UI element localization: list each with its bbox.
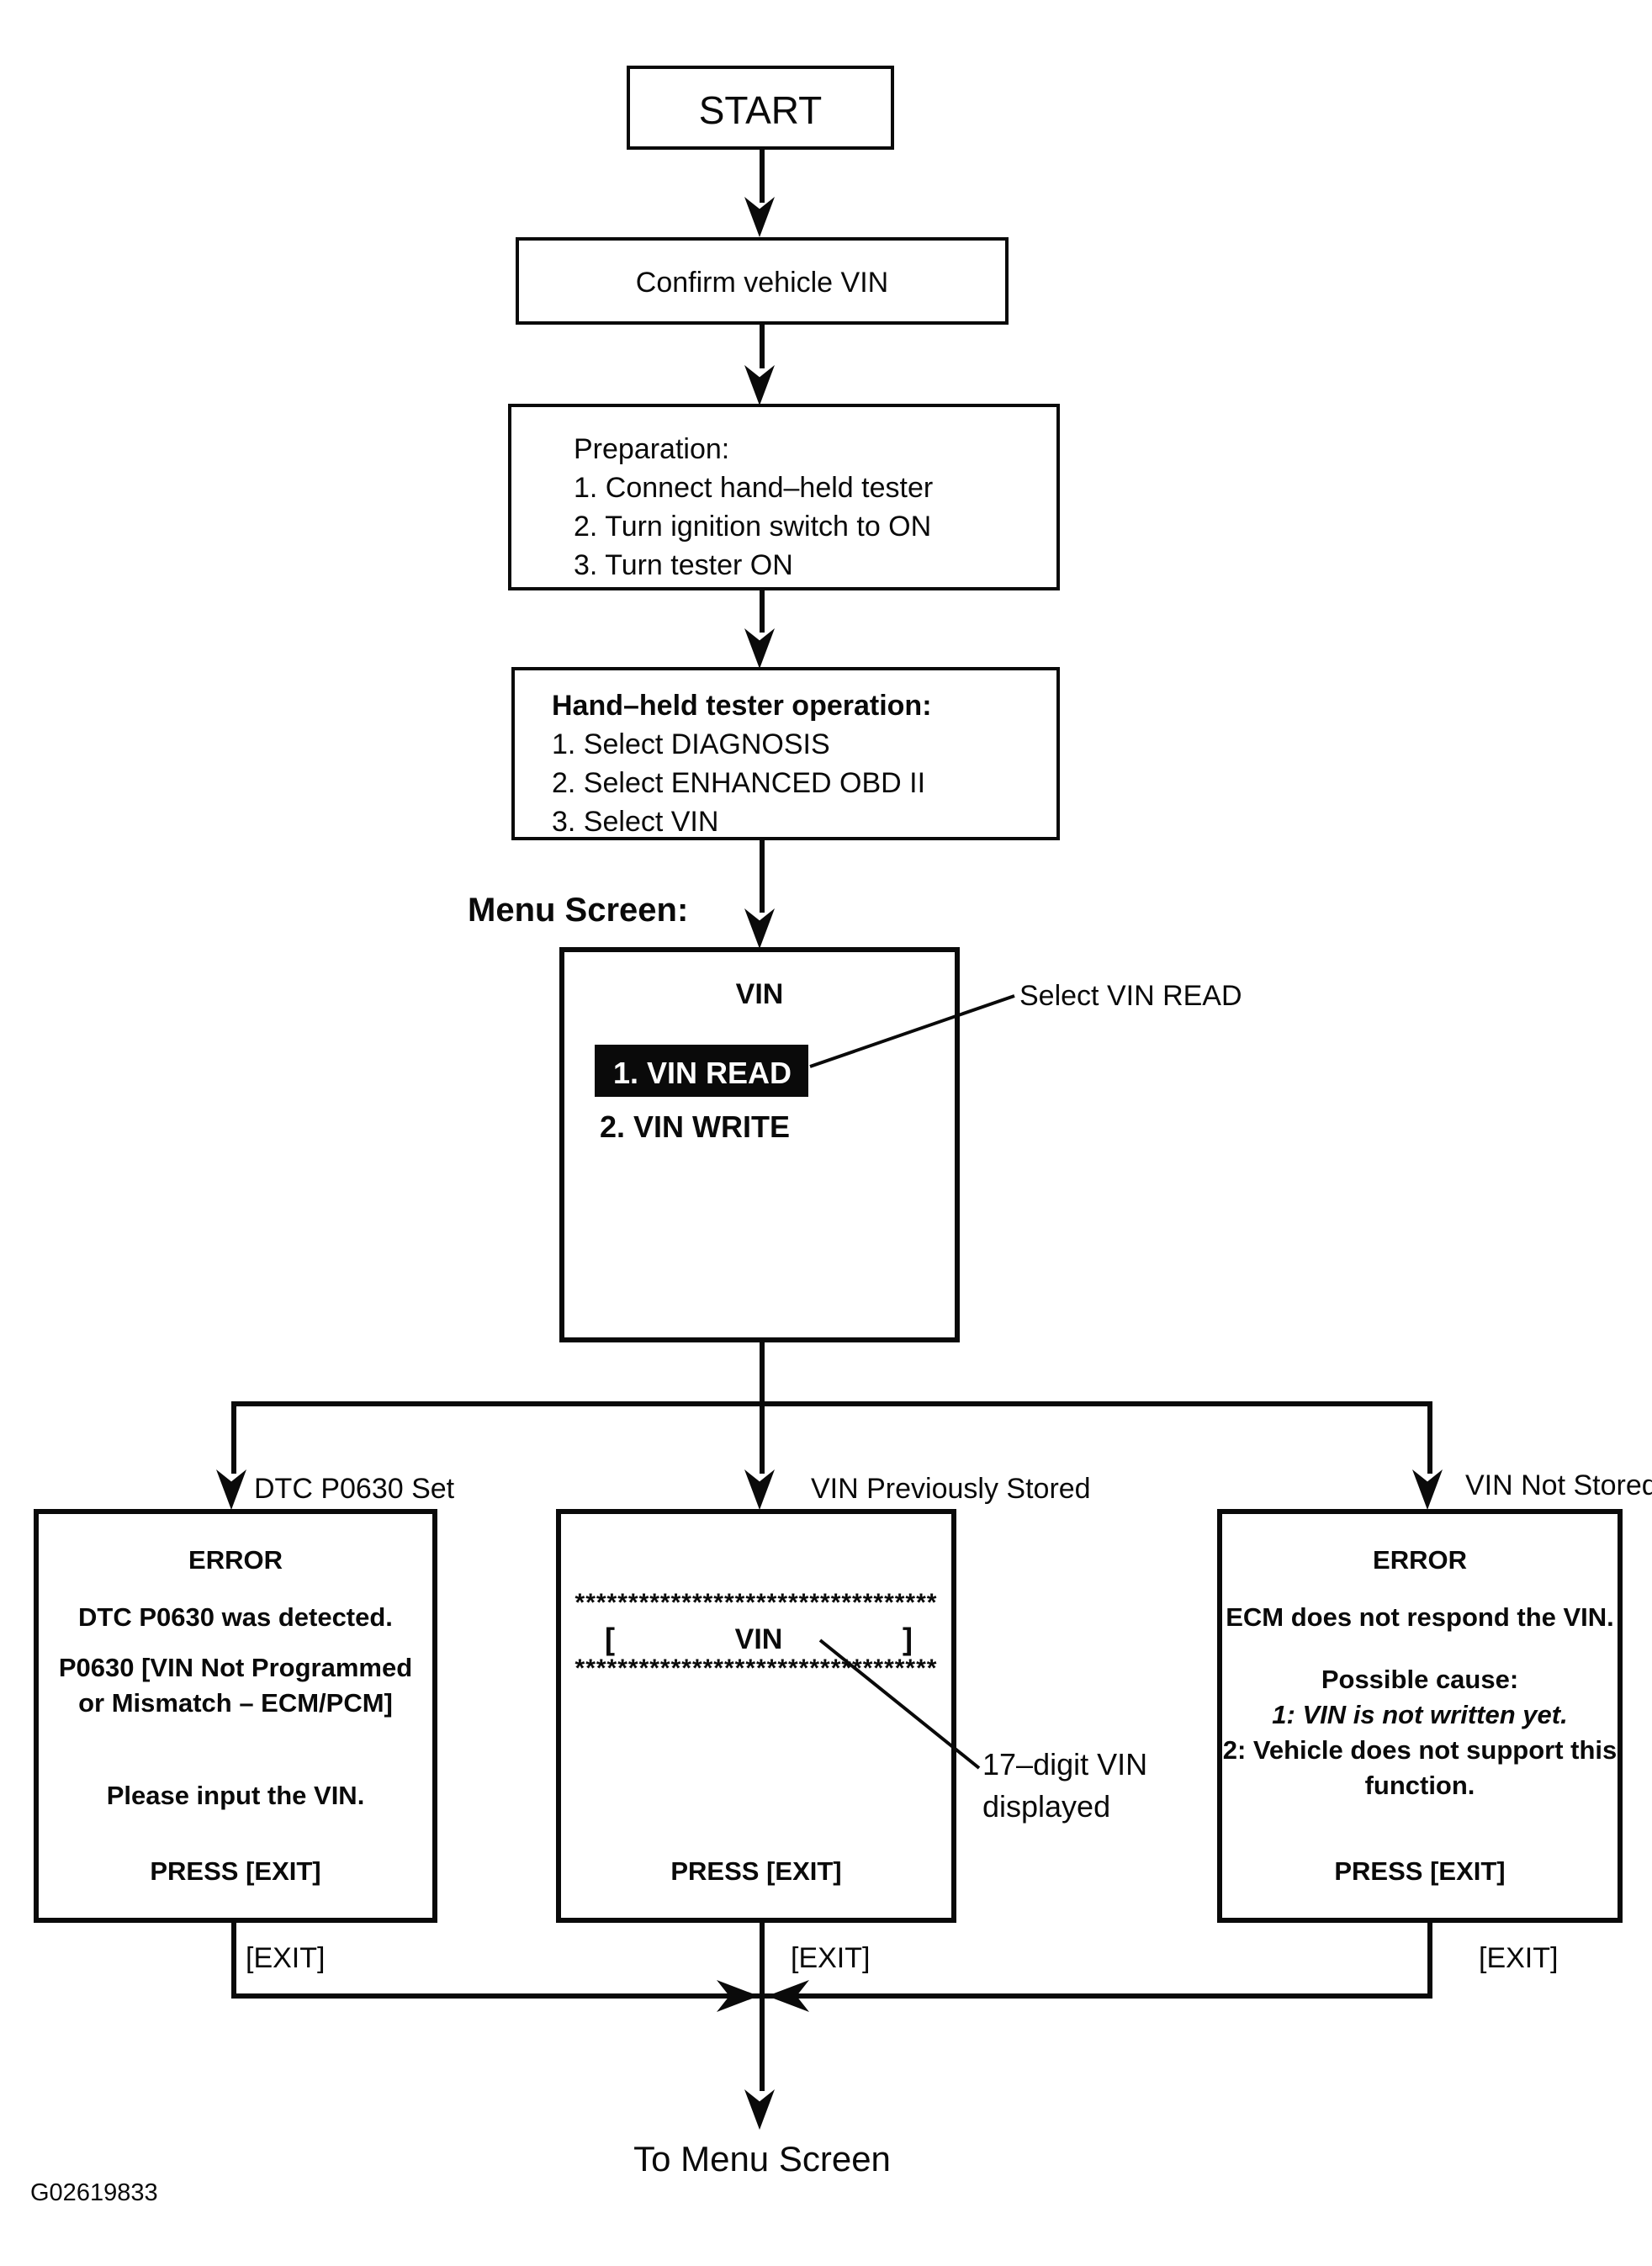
vin-digits-callout-line-1: 17–digit VIN: [982, 1747, 1148, 1782]
error-not-stored-title: ERROR: [1373, 1545, 1467, 1575]
vin-display-node: ********************************** [ VIN…: [556, 1509, 956, 1923]
error-dtc-title: ERROR: [188, 1545, 283, 1575]
menu-item-vin-read-label: 1. VIN READ: [613, 1056, 792, 1090]
menu-screen-title: VIN: [735, 978, 784, 1010]
split-line: [231, 1401, 1432, 1406]
preparation-step-2: 2. Turn ignition switch to ON: [574, 511, 932, 543]
branch-line-right: [1427, 1405, 1432, 1474]
error-dtc-line-4: Please input the VIN.: [106, 1781, 365, 1810]
merge-line: [231, 1993, 1432, 1999]
vin-display-vin-label: VIN: [734, 1623, 783, 1655]
vin-digits-callout-line-2: displayed: [982, 1789, 1111, 1824]
preparation-node: Preparation: 1. Connect hand–held tester…: [508, 404, 1060, 590]
preparation-step-1: 1. Connect hand–held tester: [574, 472, 934, 504]
arrow-down-icon: [216, 1469, 246, 1510]
preparation-step-3: 3. Turn tester ON: [574, 549, 793, 581]
start-node: START: [627, 66, 894, 150]
menu-item-vin-read: 1. VIN READ: [595, 1045, 808, 1097]
branch-line-middle: [760, 1405, 765, 1474]
menu-item-vin-write: 2. VIN WRITE: [600, 1109, 791, 1144]
to-menu-screen-label: To Menu Screen: [633, 2139, 891, 2179]
error-dtc-node: ERROR DTC P0630 was detected. P0630 [VIN…: [34, 1509, 437, 1923]
vin-display-press-exit: PRESS [EXIT]: [670, 1856, 842, 1886]
branch-label-vin-not-stored: VIN Not Stored: [1465, 1469, 1652, 1501]
branch-label-vin-stored: VIN Previously Stored: [811, 1473, 1091, 1505]
vin-display-bracket-close: ]: [903, 1622, 913, 1656]
error-dtc-line-1: DTC P0630 was detected.: [78, 1602, 393, 1632]
error-not-stored-line-1: ECM does not respond the VIN.: [1226, 1602, 1614, 1632]
vin-display-stars-bottom: **********************************: [574, 1654, 938, 1682]
connector-prep-tester: [760, 590, 765, 633]
error-not-stored-press-exit: PRESS [EXIT]: [1334, 1856, 1506, 1886]
error-dtc-press-exit: PRESS [EXIT]: [150, 1856, 321, 1886]
error-not-stored-line-3: 1: VIN is not written yet.: [1272, 1700, 1568, 1729]
vin-display-stars-top: **********************************: [574, 1589, 938, 1617]
connector-menu-split: [760, 1341, 765, 1406]
select-vin-read-callout: Select VIN READ: [1019, 980, 1242, 1012]
tester-operation-step-2: 2. Select ENHANCED OBD II: [552, 767, 926, 799]
menu-screen-heading: Menu Screen:: [468, 892, 689, 929]
preparation-title: Preparation:: [574, 433, 730, 465]
vin-display-bracket-row: [ VIN ]: [605, 1622, 913, 1657]
tester-operation-title: Hand–held tester operation:: [552, 690, 932, 722]
connector-tester-menu: [760, 840, 765, 913]
arrow-down-icon: [1412, 1469, 1443, 1510]
branch-label-dtc-set: DTC P0630 Set: [254, 1473, 455, 1505]
tester-operation-step-1: 1. Select DIAGNOSIS: [552, 728, 830, 760]
figure-code: G02619833: [30, 2179, 158, 2206]
arrow-down-icon: [744, 908, 775, 949]
tester-operation-step-3: 3. Select VIN: [552, 806, 719, 838]
arrow-down-icon: [744, 365, 775, 405]
exit-label-middle: [EXIT]: [791, 1942, 871, 1974]
error-not-stored-node: ERROR ECM does not respond the VIN. Poss…: [1217, 1509, 1623, 1923]
connector-confirm-prep: [760, 325, 765, 368]
exit-line-middle: [760, 1923, 765, 1997]
confirm-vin-node: Confirm vehicle VIN: [516, 237, 1009, 325]
branch-line-left: [231, 1405, 236, 1474]
error-dtc-line-2: P0630 [VIN Not Programmed: [58, 1653, 413, 1682]
error-not-stored-line-2: Possible cause:: [1321, 1665, 1519, 1694]
arrow-down-icon: [744, 2089, 775, 2130]
exit-label-left: [EXIT]: [246, 1942, 326, 1974]
arrow-down-icon: [744, 628, 775, 669]
vin-display-bracket-open: [: [605, 1622, 615, 1656]
confirm-vin-label: Confirm vehicle VIN: [635, 267, 889, 299]
tester-operation-node: Hand–held tester operation: 1. Select DI…: [511, 667, 1060, 840]
exit-label-right: [EXIT]: [1479, 1942, 1559, 1974]
connector-start-confirm: [760, 149, 765, 203]
error-not-stored-line-4: 2: Vehicle does not support this: [1222, 1735, 1618, 1765]
error-not-stored-line-5: function.: [1364, 1771, 1475, 1800]
arrow-down-icon: [744, 197, 775, 237]
start-label: START: [698, 88, 823, 132]
connector-to-menu: [760, 1997, 765, 2091]
arrow-down-icon: [744, 1469, 775, 1510]
exit-line-left: [231, 1923, 236, 1997]
exit-line-right: [1427, 1923, 1432, 1997]
error-dtc-line-3: or Mismatch – ECM/PCM]: [78, 1688, 393, 1718]
menu-screen-node: VIN 1. VIN READ 2. VIN WRITE: [559, 947, 960, 1342]
